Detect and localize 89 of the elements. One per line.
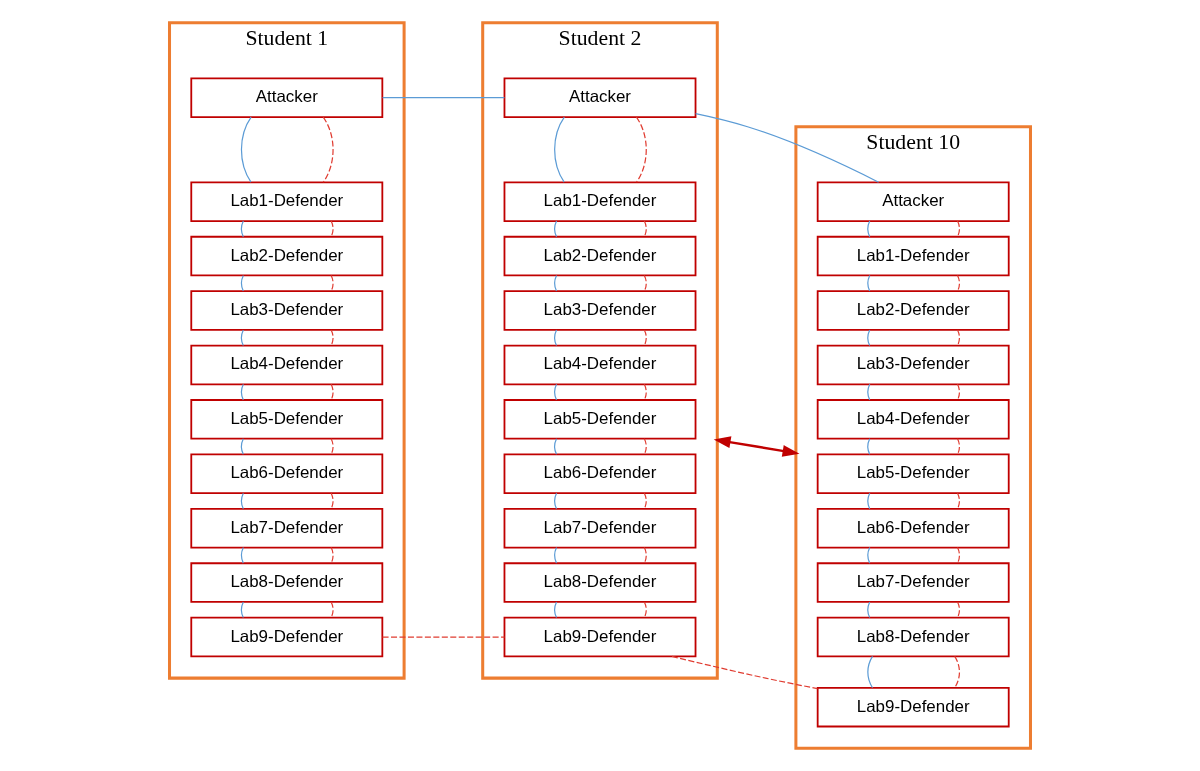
connector bbox=[330, 220, 334, 238]
connector bbox=[381, 636, 506, 638]
node-box: Lab4-Defender bbox=[190, 344, 384, 386]
connector bbox=[554, 116, 565, 183]
node-box: Lab3-Defender bbox=[503, 290, 697, 331]
connector bbox=[635, 116, 647, 183]
node-box: Lab4-Defender bbox=[816, 399, 1010, 440]
connector bbox=[240, 492, 244, 510]
connector bbox=[554, 547, 558, 564]
node-box: Lab2-Defender bbox=[816, 290, 1010, 331]
connector bbox=[330, 329, 334, 347]
connector bbox=[956, 220, 961, 238]
node-box: Lab7-Defender bbox=[503, 507, 697, 549]
connector bbox=[956, 601, 961, 619]
connector bbox=[956, 274, 961, 292]
node-box: Lab6-Defender bbox=[503, 453, 697, 495]
connector bbox=[381, 97, 506, 99]
connector bbox=[240, 274, 244, 292]
connector bbox=[643, 220, 647, 238]
connector bbox=[554, 601, 558, 619]
connector bbox=[867, 329, 871, 347]
node-box: Lab1-Defender bbox=[816, 235, 1010, 277]
connector bbox=[643, 329, 647, 347]
node-box: Lab8-Defender bbox=[816, 616, 1010, 658]
connector bbox=[956, 438, 961, 455]
connector bbox=[330, 547, 334, 564]
node-box: Lab1-Defender bbox=[190, 181, 384, 222]
arrow bbox=[713, 436, 800, 457]
connector bbox=[643, 601, 647, 619]
node-box: Attacker bbox=[190, 77, 384, 118]
connector bbox=[330, 383, 334, 401]
connector bbox=[954, 655, 961, 689]
node-box: Lab4-Defender bbox=[503, 344, 697, 386]
node-box: Lab7-Defender bbox=[816, 562, 1010, 603]
connector bbox=[554, 492, 558, 510]
node-box: Lab8-Defender bbox=[190, 562, 384, 603]
connector bbox=[867, 274, 871, 292]
node-box: Lab5-Defender bbox=[816, 453, 1010, 495]
connector bbox=[643, 547, 647, 564]
connector bbox=[867, 655, 874, 689]
connector bbox=[240, 547, 244, 564]
node-box: Lab2-Defender bbox=[503, 235, 697, 277]
connector bbox=[956, 329, 961, 347]
connector bbox=[643, 383, 647, 401]
connector bbox=[240, 438, 244, 455]
node-box: Lab1-Defender bbox=[503, 181, 697, 222]
connector bbox=[554, 438, 558, 455]
node-box: Attacker bbox=[816, 181, 1010, 222]
connector bbox=[671, 655, 819, 690]
connector bbox=[554, 329, 558, 347]
node-box: Lab5-Defender bbox=[190, 399, 384, 440]
connector bbox=[956, 547, 961, 564]
connector bbox=[956, 492, 961, 510]
node-box: Lab9-Defender bbox=[816, 686, 1010, 728]
node-box: Lab6-Defender bbox=[816, 507, 1010, 549]
node-box: Lab6-Defender bbox=[190, 453, 384, 495]
connector bbox=[643, 492, 647, 510]
connector bbox=[240, 601, 244, 619]
node-box: Lab3-Defender bbox=[816, 344, 1010, 386]
connector bbox=[643, 438, 647, 455]
node-box: Lab7-Defender bbox=[190, 507, 384, 549]
connector bbox=[330, 438, 334, 455]
connector bbox=[240, 329, 244, 347]
connector bbox=[867, 438, 871, 455]
connector bbox=[867, 492, 871, 510]
connector bbox=[554, 220, 558, 238]
node-box: Lab2-Defender bbox=[190, 235, 384, 277]
node-box: Lab8-Defender bbox=[503, 562, 697, 603]
connector bbox=[867, 383, 871, 401]
connector bbox=[330, 492, 334, 510]
connector bbox=[240, 383, 244, 401]
connector bbox=[643, 274, 647, 292]
connector bbox=[240, 116, 252, 183]
connector bbox=[867, 547, 871, 564]
connector bbox=[695, 112, 880, 183]
connector bbox=[867, 601, 871, 619]
node-box: Lab9-Defender bbox=[190, 616, 384, 658]
connector bbox=[554, 274, 558, 292]
node-box: Lab9-Defender bbox=[503, 616, 697, 658]
node-box: Lab3-Defender bbox=[190, 290, 384, 331]
connector bbox=[867, 220, 871, 238]
connector bbox=[330, 274, 334, 292]
connector bbox=[330, 601, 334, 619]
node-box: Lab5-Defender bbox=[503, 399, 697, 440]
connector bbox=[240, 220, 244, 238]
node-box: Attacker bbox=[503, 77, 697, 118]
connector bbox=[554, 383, 558, 401]
connector bbox=[322, 116, 334, 183]
connector bbox=[956, 383, 961, 401]
